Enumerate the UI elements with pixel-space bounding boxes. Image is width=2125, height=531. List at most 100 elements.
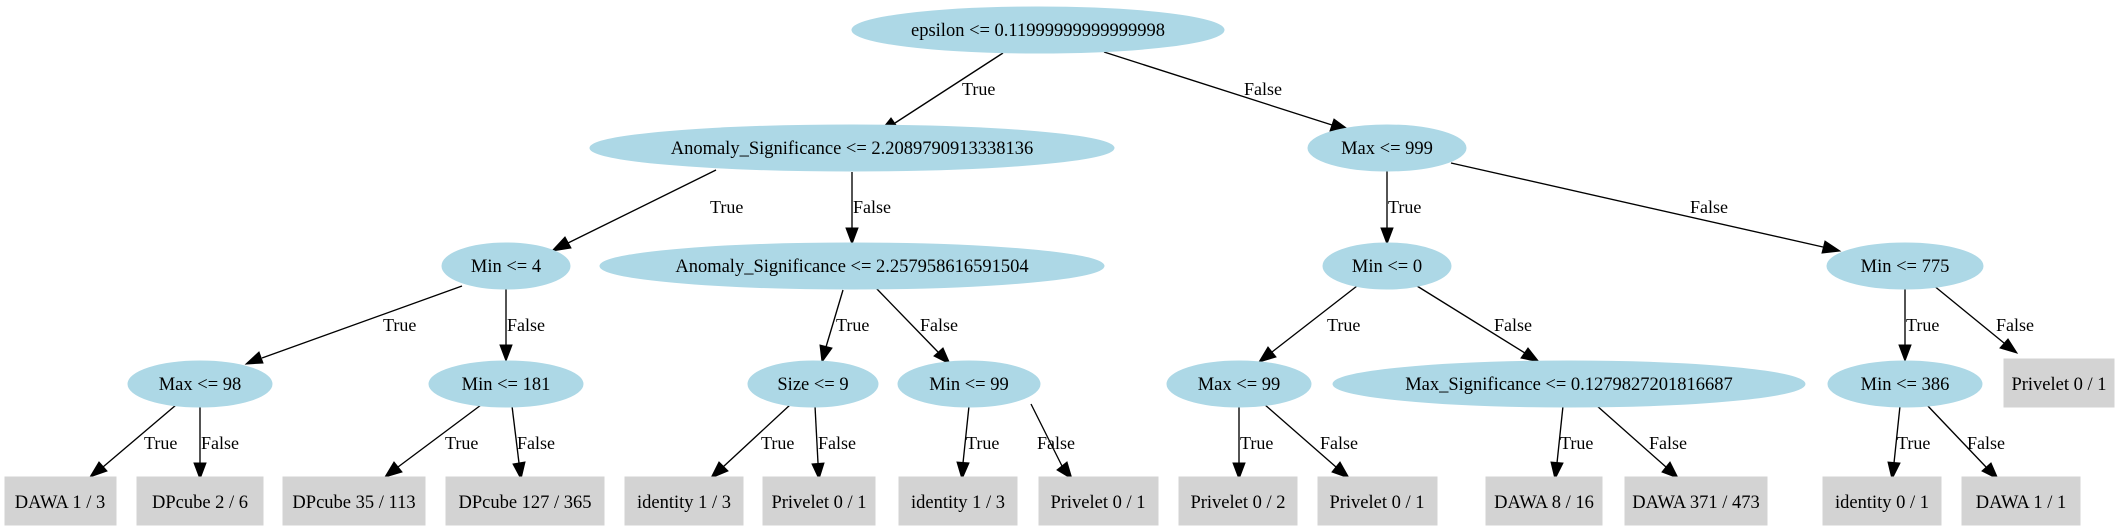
node-label: Max <= 99 xyxy=(1198,375,1281,395)
arrowhead xyxy=(1898,344,1912,363)
leaf-label: identity 1 / 3 xyxy=(637,493,731,513)
node-min-386: Min <= 386 xyxy=(1827,360,1983,408)
edge-root-anom1 xyxy=(894,52,1004,124)
leaf-box xyxy=(282,476,426,526)
edge-root-max999 xyxy=(1103,51,1333,126)
edge-label-false: False xyxy=(201,433,239,453)
edge-label-true: True xyxy=(1560,433,1593,453)
edge-min4-max98 xyxy=(261,285,463,359)
edge-label-true: True xyxy=(761,433,794,453)
edge-min99-identity xyxy=(962,405,970,464)
node-label: Min <= 99 xyxy=(929,375,1008,395)
leaf-box xyxy=(1624,476,1768,526)
leaf-dawa-8-16: DAWA 8 / 16 xyxy=(1485,476,1603,526)
leaf-privelet-0-1-d: Privelet 0 / 1 xyxy=(2003,358,2115,408)
node-label: Min <= 4 xyxy=(471,257,541,277)
node-label: Min <= 386 xyxy=(1861,375,1950,395)
arrowhead xyxy=(1550,461,1564,481)
leaf-dpcube-127-365: DPcube 127 / 365 xyxy=(445,476,605,526)
leaf-dpcube-35-113: DPcube 35 / 113 xyxy=(282,476,426,526)
node-ellipse xyxy=(897,360,1041,408)
node-ellipse xyxy=(1827,360,1983,408)
node-label: Anomaly_Significance <= 2.20897909133381… xyxy=(671,139,1034,159)
leaf-box xyxy=(1485,476,1603,526)
edge-label-true: True xyxy=(836,315,869,335)
edge-min775-privelet xyxy=(1932,284,2005,344)
edge-min181-dpcube35 xyxy=(397,404,482,468)
leaf-label: Privelet 0 / 1 xyxy=(771,493,866,513)
arrowhead xyxy=(956,461,970,481)
edge-label-true: True xyxy=(1388,197,1421,217)
leaf-label: DAWA 1 / 1 xyxy=(1976,493,2067,513)
leaf-privelet-0-1-c: Privelet 0 / 1 xyxy=(1317,476,1438,526)
arrowhead xyxy=(1821,240,1842,254)
leaf-box xyxy=(1317,476,1438,526)
edge-min386-identity xyxy=(1893,405,1901,464)
node-min-0: Min <= 0 xyxy=(1322,242,1452,290)
leaf-label: DPcube 127 / 365 xyxy=(458,493,591,513)
node-ellipse xyxy=(747,360,879,408)
arrowhead xyxy=(1257,346,1277,363)
arrowhead xyxy=(512,461,526,481)
edge-size9-identity xyxy=(722,403,792,468)
leaf-box xyxy=(762,476,876,526)
edge-label-true: True xyxy=(966,433,999,453)
leaf-label: DPcube 2 / 6 xyxy=(152,493,248,513)
leaf-box xyxy=(1038,476,1159,526)
arrowhead xyxy=(1887,461,1901,481)
node-ellipse xyxy=(428,360,584,408)
leaf-privelet-0-1-a: Privelet 0 / 1 xyxy=(762,476,876,526)
edge-max999-min775 xyxy=(1450,162,1824,248)
arrowhead xyxy=(550,236,572,252)
leaf-dpcube-2-6: DPcube 2 / 6 xyxy=(136,476,264,526)
arrowhead xyxy=(193,462,207,481)
node-ellipse xyxy=(127,360,273,408)
edge-label-false: False xyxy=(1320,433,1358,453)
edge-min386-dawa11 xyxy=(1925,403,1987,468)
edge-label-false: False xyxy=(818,433,856,453)
edge-label-false: False xyxy=(1037,433,1075,453)
node-ellipse xyxy=(589,124,1115,172)
node-ellipse xyxy=(851,6,1225,54)
node-ellipse xyxy=(1322,242,1452,290)
edge-label-false: False xyxy=(1690,197,1728,217)
edge-label-true: True xyxy=(1240,433,1273,453)
leaf-box xyxy=(1178,476,1298,526)
arrowhead xyxy=(244,351,264,365)
edges-layer: True False True False True False True Fa… xyxy=(88,51,2034,481)
node-min-181: Min <= 181 xyxy=(428,360,584,408)
edge-label-true: True xyxy=(962,79,995,99)
edge-anom2-min99 xyxy=(875,287,939,353)
edge-label-true: True xyxy=(1327,315,1360,335)
arrowhead xyxy=(1331,461,1351,479)
edge-label-true: True xyxy=(710,197,743,217)
edge-min0-max99 xyxy=(1271,285,1358,353)
leaf-label: identity 1 / 3 xyxy=(911,493,1005,513)
leaf-box xyxy=(898,476,1018,526)
edge-min181-dpcube127 xyxy=(511,405,520,464)
node-max-significance: Max_Significance <= 0.1279827201816687 xyxy=(1332,360,1806,408)
arrowhead xyxy=(933,347,952,366)
leaf-label: DAWA 8 / 16 xyxy=(1494,493,1594,513)
node-label: Min <= 0 xyxy=(1352,257,1422,277)
edge-size9-privelet xyxy=(814,405,819,464)
node-label: Max <= 999 xyxy=(1341,139,1433,159)
node-label: Anomaly_Significance <= 2.25795861659150… xyxy=(675,257,1028,277)
leaf-dawa-1-1: DAWA 1 / 1 xyxy=(1961,476,2081,526)
arrowhead xyxy=(1520,347,1541,363)
node-label: Size <= 9 xyxy=(777,375,848,395)
node-label: Min <= 181 xyxy=(462,375,551,395)
node-ellipse xyxy=(441,242,571,290)
edge-maxsig-dawa371 xyxy=(1595,404,1667,468)
node-min-775: Min <= 775 xyxy=(1826,242,1984,290)
arrowhead xyxy=(1056,461,1073,481)
node-label: Min <= 775 xyxy=(1861,257,1950,277)
leaf-label: DAWA 371 / 473 xyxy=(1632,493,1760,513)
edge-label-true: True xyxy=(1897,433,1930,453)
arrowhead xyxy=(1232,462,1246,481)
leaf-label: Privelet 0 / 2 xyxy=(1190,493,1285,513)
node-ellipse xyxy=(1332,360,1806,408)
node-min-99: Min <= 99 xyxy=(897,360,1041,408)
edge-max98-dawa xyxy=(102,404,177,468)
